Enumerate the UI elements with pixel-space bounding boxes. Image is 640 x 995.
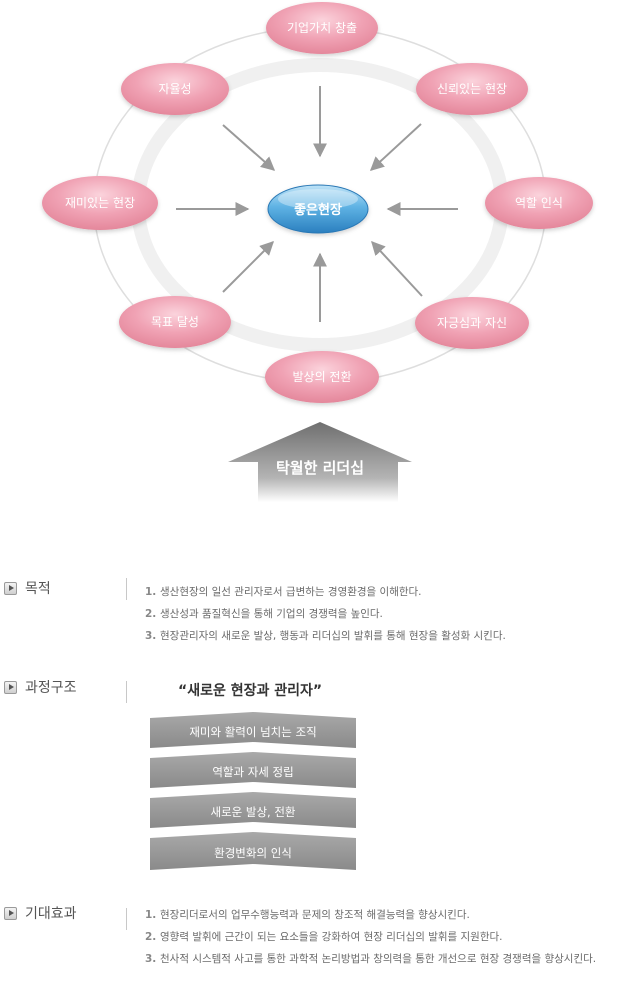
- step-4: 환경변화의 인식: [150, 832, 356, 870]
- node-bottom-left-label: 목표 달성: [151, 315, 199, 329]
- step-2: 역할과 자세 정립: [150, 752, 356, 788]
- node-top-right-label: 신뢰있는 현장: [437, 82, 507, 96]
- node-top: 기업가치 창출: [266, 2, 378, 54]
- effects-item: 3.천사적 시스템적 사고를 통한 과학적 논리방법과 창의력을 통한 개선으로…: [145, 953, 597, 965]
- node-bottom-right: 자긍심과 자신: [415, 297, 529, 349]
- purpose-item: 3.현장관리자의 새로운 발상, 행동과 리더십의 발휘를 통해 현장을 활성화…: [145, 630, 506, 642]
- purpose-item: 2.생산성과 품질혁신을 통해 기업의 경쟁력을 높인다.: [145, 608, 383, 620]
- effects-divider: [126, 908, 127, 930]
- structure-subtitle: “새로운 현장과 관리자”: [178, 683, 323, 699]
- purpose-divider: [126, 578, 127, 600]
- node-top-label: 기업가치 창출: [287, 21, 357, 35]
- course-structure-stack: 재미와 활력이 넘치는 조직 역할과 자세 정립 새로운 발상, 전환 환경변화…: [150, 712, 356, 870]
- node-bottom-left: 목표 달성: [119, 296, 231, 348]
- node-bottom-label: 발상의 전환: [292, 370, 351, 384]
- step-3-label: 새로운 발상, 전환: [210, 805, 295, 819]
- effects-list: 1.현장리더로서의 업무수행능력과 문제의 창조적 해결능력을 향상시킨다. 2…: [145, 904, 615, 970]
- arrows: [176, 86, 458, 322]
- purpose-title: 목적: [25, 581, 51, 597]
- node-bottom-right-label: 자긍심과 자신: [437, 316, 507, 330]
- leadership-label: 탁월한 리더십: [276, 459, 364, 477]
- arrow-top-right: [369, 123, 422, 171]
- purpose-item: 1.생산현장의 일선 관리자로서 급변하는 경영환경을 이해한다.: [145, 586, 422, 598]
- purpose-header: 목적: [0, 577, 51, 599]
- node-right-label: 역할 인식: [515, 196, 563, 210]
- step-4-label: 환경변화의 인식: [214, 846, 292, 860]
- node-left-label: 재미있는 현장: [65, 196, 135, 210]
- effects-title: 기대효과: [25, 906, 77, 922]
- effects-item: 2.영향력 발휘에 근간이 되는 요소들을 강화하여 현장 리더십의 발휘를 지…: [145, 931, 503, 943]
- good-workplace-diagram: 기업가치 창출 자율성 신뢰있는 현장 재미있는 현장 역할 인식 목표 달성 …: [42, 2, 593, 502]
- arrow-bottom-right: [371, 240, 423, 297]
- node-left: 재미있는 현장: [42, 176, 158, 230]
- node-top-right: 신뢰있는 현장: [416, 63, 528, 115]
- structure-title: 과정구조: [25, 680, 77, 696]
- node-bottom: 발상의 전환: [265, 351, 379, 403]
- play-bullet-icon: [4, 906, 17, 920]
- structure-header: 과정구조: [0, 676, 77, 698]
- node-right: 역할 인식: [485, 177, 593, 229]
- node-top-left: 자율성: [121, 63, 229, 115]
- play-bullet-icon: [4, 680, 17, 694]
- leadership-base-arrow: 탁월한 리더십: [228, 422, 412, 502]
- purpose-list: 1.생산현장의 일선 관리자로서 급변하는 경영환경을 이해한다. 2.생산성과…: [145, 581, 615, 647]
- structure-divider: [126, 681, 127, 703]
- node-top-left-label: 자율성: [158, 82, 191, 96]
- arrow-top-left: [222, 124, 276, 171]
- step-2-label: 역할과 자세 정립: [212, 765, 293, 779]
- center-node: 좋은현장: [267, 184, 369, 234]
- step-3: 새로운 발상, 전환: [150, 792, 356, 828]
- step-1: 재미와 활력이 넘치는 조직: [150, 712, 356, 748]
- center-node-label: 좋은현장: [294, 202, 342, 218]
- step-1-label: 재미와 활력이 넘치는 조직: [189, 725, 316, 739]
- effects-item: 1.현장리더로서의 업무수행능력과 문제의 창조적 해결능력을 향상시킨다.: [145, 909, 470, 921]
- arrow-bottom-left: [222, 241, 274, 293]
- effects-header: 기대효과: [0, 902, 77, 924]
- play-bullet-icon: [4, 581, 17, 595]
